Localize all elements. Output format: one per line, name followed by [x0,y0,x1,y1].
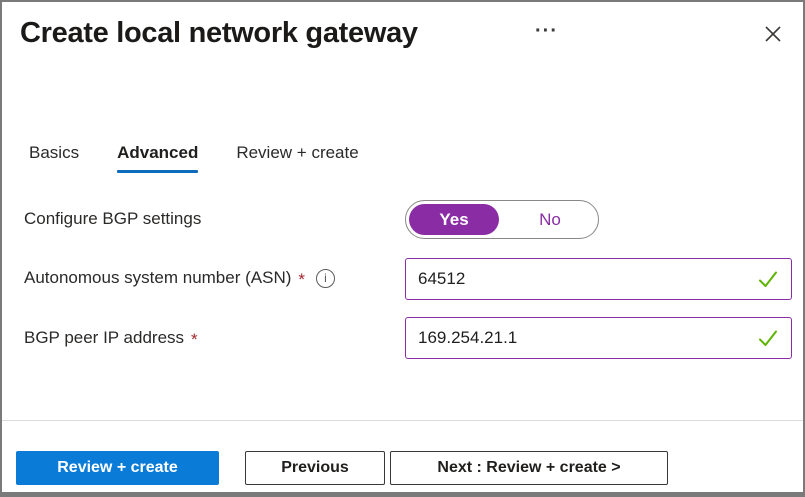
close-icon[interactable] [761,22,785,46]
tab-advanced[interactable]: Advanced [117,143,199,173]
asn-field-wrap [405,258,792,300]
more-options-icon[interactable]: ··· [535,20,558,42]
bgp-toggle-no[interactable]: No [539,209,561,229]
configure-bgp-label-text: Configure BGP settings [24,209,202,228]
page-title: Create local network gateway [20,17,418,49]
info-icon[interactable]: i [316,268,336,288]
footer-divider [2,420,803,421]
required-asterisk: * [191,330,198,349]
configure-bgp-label: Configure BGP settings [24,209,201,229]
bgp-peer-ip-label: BGP peer IP address * [24,328,198,349]
bgp-toggle-yes[interactable]: Yes [409,204,499,235]
review-create-button[interactable]: Review + create [16,451,219,485]
bgp-peer-ip-field-wrap [405,317,792,359]
configure-bgp-toggle: Yes No [405,200,599,239]
asn-label: Autonomous system number (ASN) * i [24,268,336,289]
bgp-peer-ip-input[interactable] [405,317,792,359]
required-asterisk: * [298,270,306,289]
tab-basics[interactable]: Basics [29,143,80,162]
bgp-peer-ip-label-text: BGP peer IP address [24,328,185,347]
asn-input[interactable] [405,258,792,300]
tab-bar: Basics Advanced Review + create [29,143,359,173]
previous-button[interactable]: Previous [245,451,385,485]
next-review-create-button[interactable]: Next : Review + create > [390,451,668,485]
asn-label-text: Autonomous system number (ASN) [24,268,292,287]
tab-review-create[interactable]: Review + create [236,143,359,162]
